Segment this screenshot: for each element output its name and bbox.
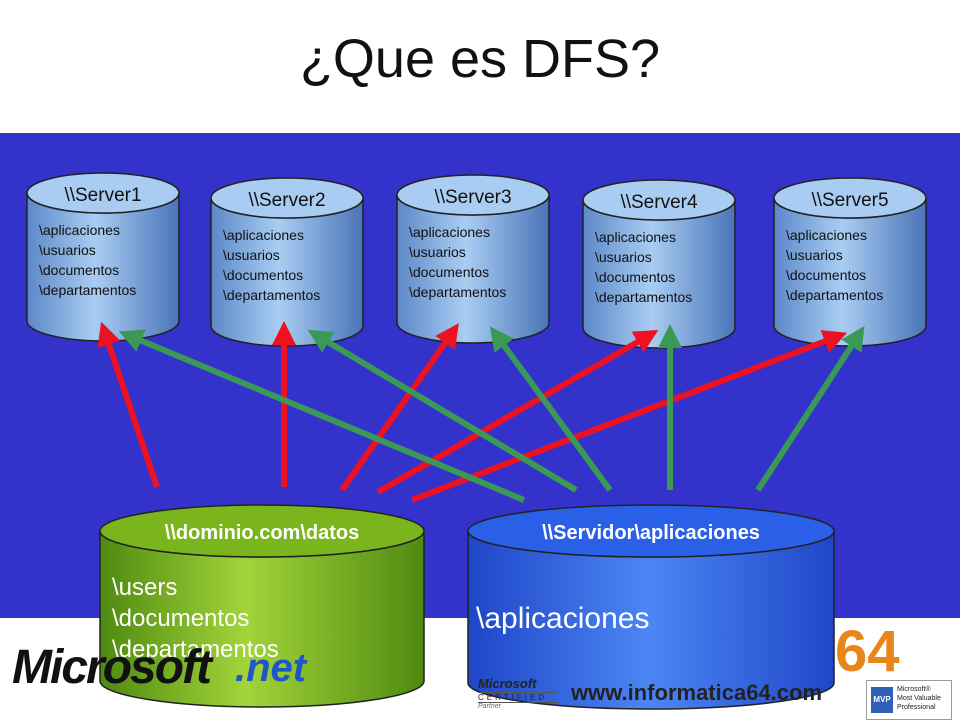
server-folder: \aplicaciones	[39, 222, 120, 238]
server-cylinder-1: \\Server1 \aplicaciones \usuarios \document…	[26, 172, 180, 342]
server-cylinder-4: \\Server4 \aplicaciones \usuarios \document…	[582, 179, 736, 349]
root-folder: \aplicaciones	[476, 602, 649, 635]
certified-ms-text: Microsoft	[478, 676, 537, 691]
root-folder: \users	[112, 574, 177, 601]
certified-partner-logo: Microsoft CERTIFIED Partner	[478, 676, 558, 716]
server-folder: \documentos	[223, 267, 303, 283]
mvp-badge: MVP	[871, 687, 893, 713]
server-folder: \usuarios	[595, 249, 652, 265]
server-folder: \aplicaciones	[595, 229, 676, 245]
green-link-arrow	[307, 329, 578, 493]
server-folder: \documentos	[409, 264, 489, 280]
server-folder: \departamentos	[409, 284, 506, 300]
server-name: \\Server5	[811, 190, 888, 211]
red-link-arrow	[410, 330, 848, 503]
green-link-arrow	[489, 326, 613, 492]
red-link-arrow	[97, 321, 160, 488]
microsoft-logo: Microsoft	[12, 641, 212, 694]
root-name: \\Servidor\aplicaciones	[542, 522, 760, 544]
informatica64-logo: 64	[835, 619, 900, 684]
certified-text: CERTIFIED	[478, 692, 558, 703]
mvp-line-2: Most Valuable	[897, 695, 941, 702]
website-url: www.informatica64.com	[571, 680, 823, 705]
mvp-text: Microsoft® Most Valuable Professional	[897, 685, 941, 712]
server-cylinder-2: \\Server2 \aplicaciones \usuarios \document…	[210, 177, 364, 347]
mvp-line-1: Microsoft®	[897, 686, 931, 693]
dotnet-logo: .net	[235, 646, 307, 690]
server-cylinder-5: \\Server5 \aplicaciones \usuarios \document…	[773, 177, 927, 347]
green-link-arrow	[118, 329, 526, 503]
server-name: \\Server1	[64, 185, 141, 206]
server-cylinder-3: \\Server3 \aplicaciones \usuarios \document…	[396, 174, 550, 344]
server-folder: \usuarios	[786, 247, 843, 263]
namespace-root-cylinder: \\dominio.com\datos \users \documentos \dep…	[99, 504, 425, 708]
server-name: \\Server3	[434, 187, 511, 208]
server-folder: \departamentos	[786, 287, 883, 303]
root-name: \\dominio.com\datos	[165, 522, 359, 544]
server-folder: \departamentos	[595, 289, 692, 305]
server-folder: \usuarios	[409, 244, 466, 260]
server-folder: \aplicaciones	[409, 224, 490, 240]
slide-title: ¿Que es DFS?	[299, 29, 661, 89]
server-name: \\Server2	[248, 190, 325, 211]
green-link-arrow	[755, 325, 865, 492]
root-folder: \departamentos	[112, 636, 279, 663]
red-link-arrow	[339, 323, 459, 492]
server-folder: \departamentos	[39, 282, 136, 298]
root-folder: \documentos	[112, 605, 249, 632]
server-folder: \aplicaciones	[786, 227, 867, 243]
mvp-logo: MVP Microsoft® Most Valuable Professiona…	[866, 680, 952, 720]
link-target-cylinder: \\Servidor\aplicaciones \aplicaciones	[467, 504, 835, 710]
server-folder: \documentos	[39, 262, 119, 278]
mvp-line-3: Professional	[897, 704, 936, 711]
server-folder: \documentos	[595, 269, 675, 285]
server-folder: \usuarios	[39, 242, 96, 258]
server-folder: \aplicaciones	[223, 227, 304, 243]
server-name: \\Server4	[620, 192, 698, 213]
server-folder: \usuarios	[223, 247, 280, 263]
partner-text: Partner	[478, 703, 501, 710]
red-link-arrow	[376, 329, 659, 495]
server-folder: \departamentos	[223, 287, 320, 303]
server-folder: \documentos	[786, 267, 866, 283]
